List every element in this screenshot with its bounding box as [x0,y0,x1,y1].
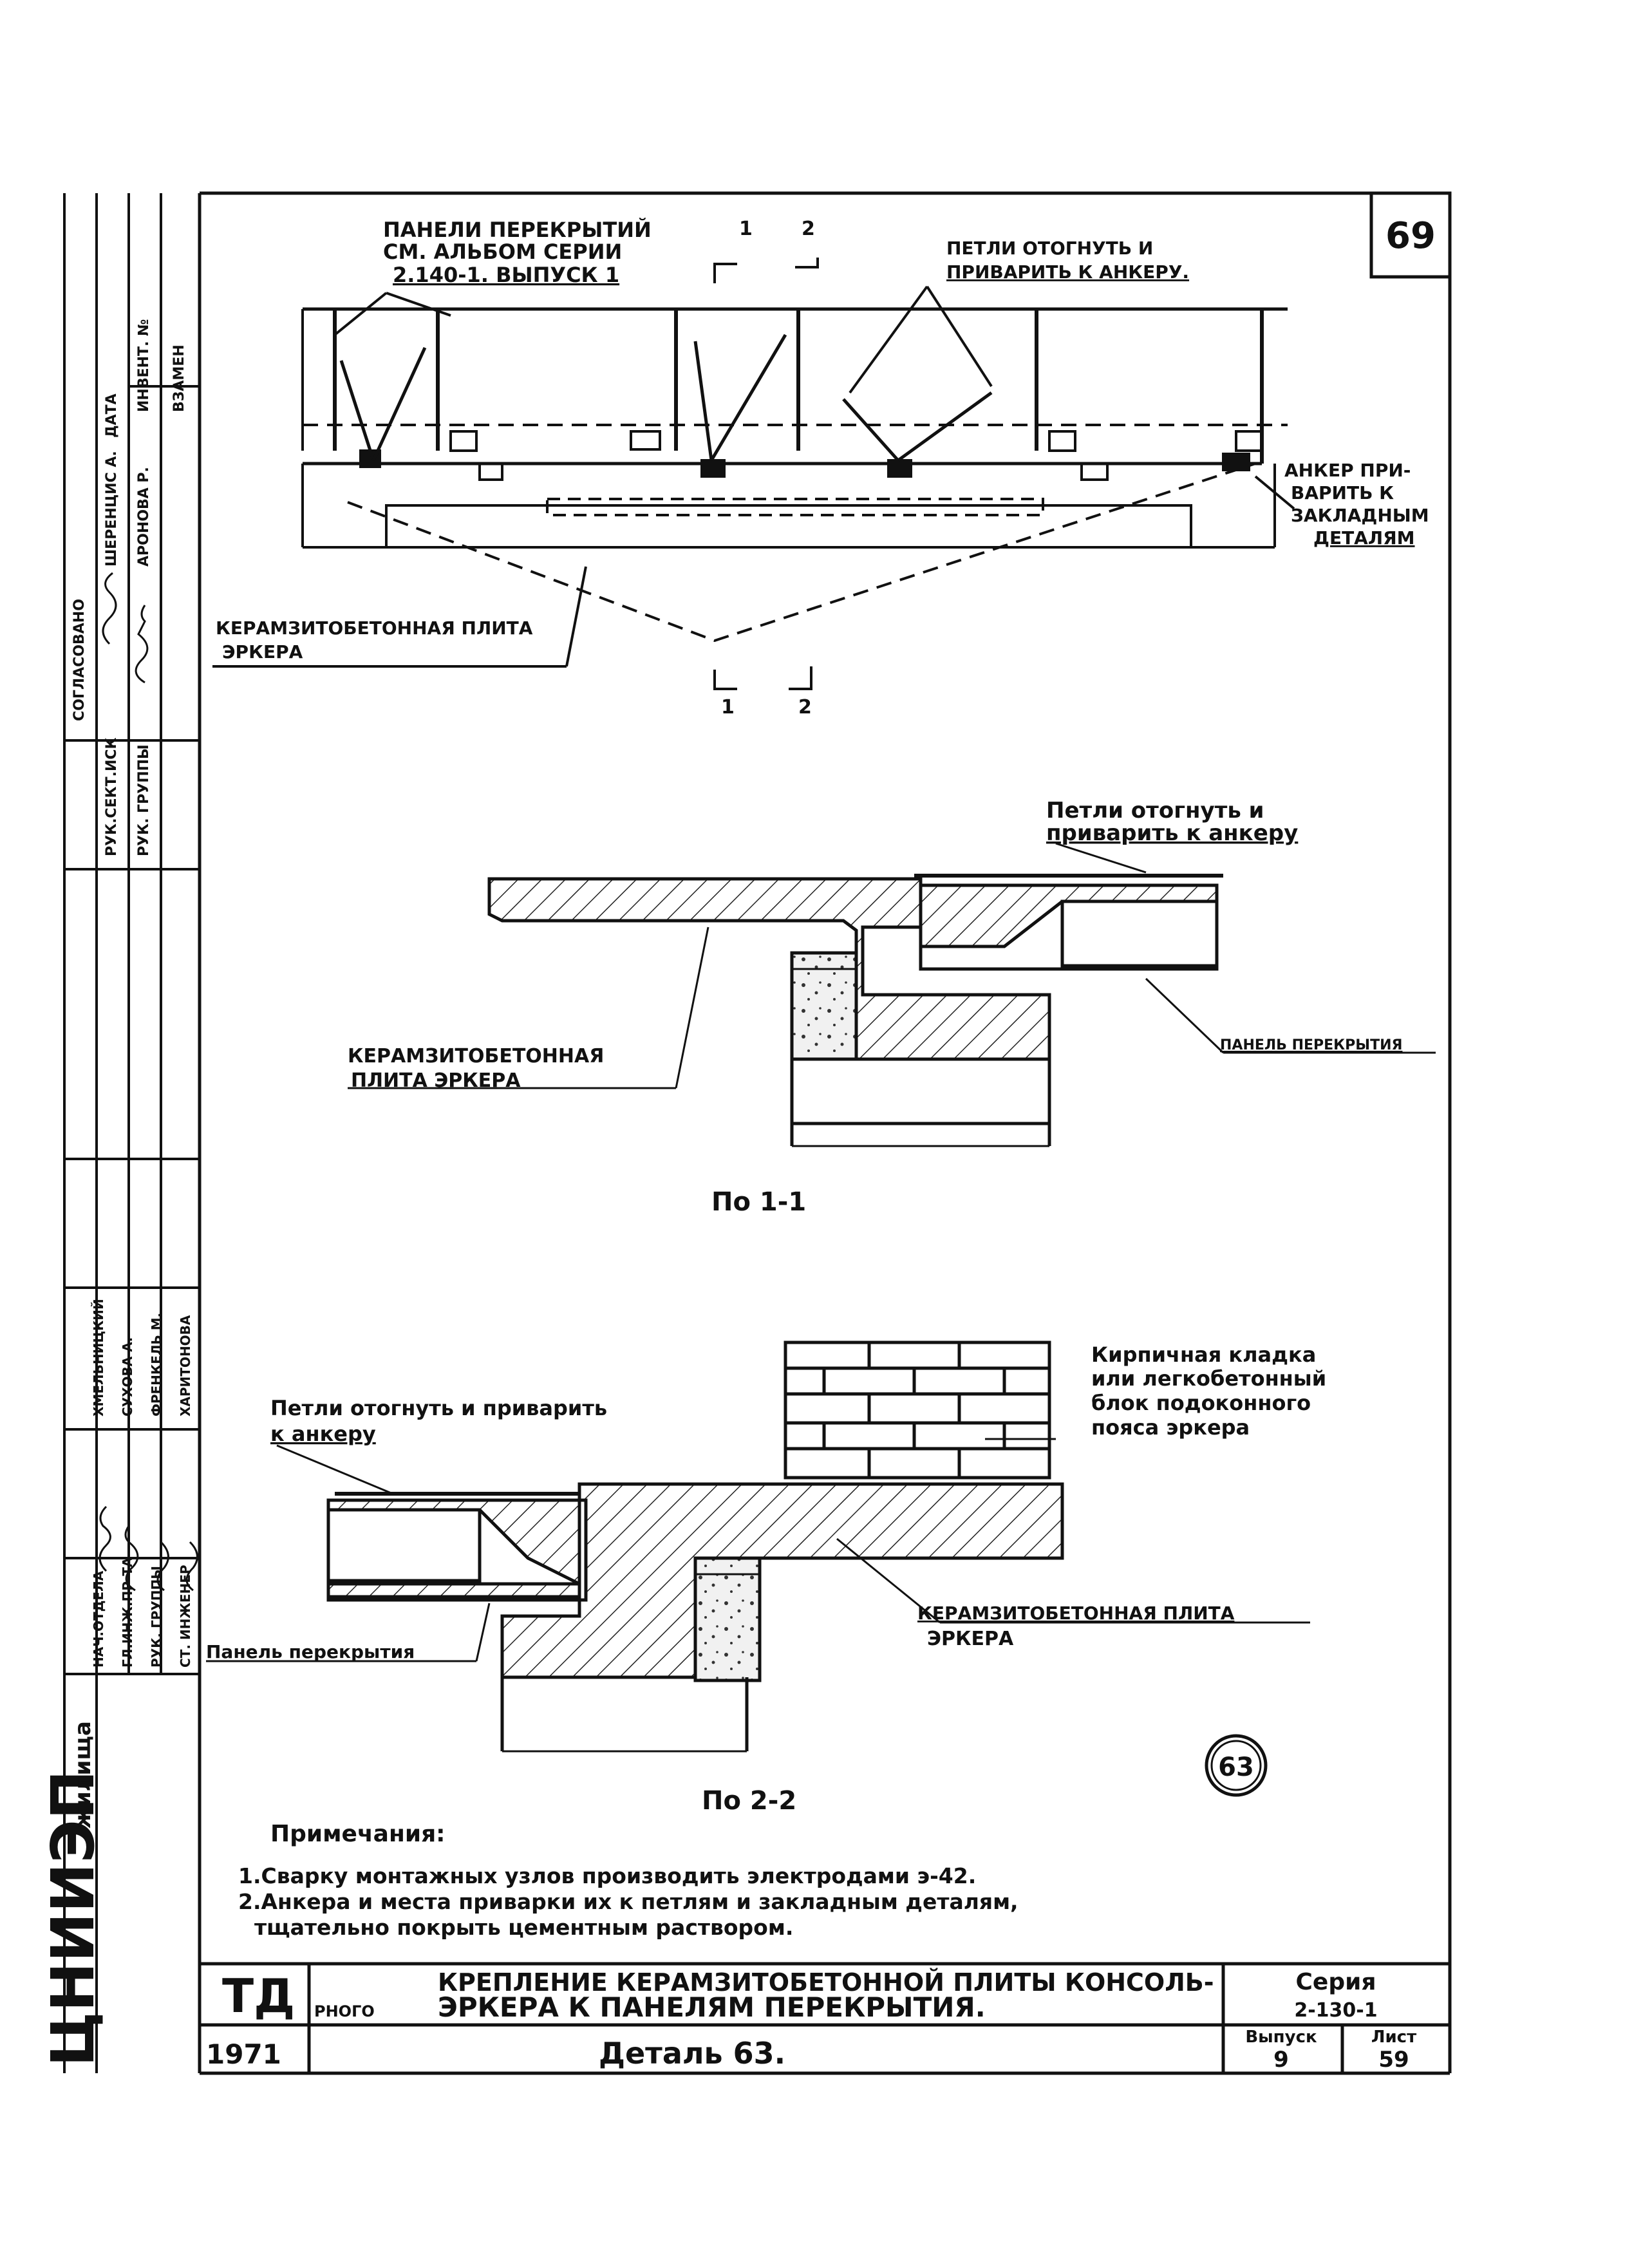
loops-label-1: ПЕТЛИ ОТОГНУТЬ И [946,238,1153,259]
anchor-label-3: ЗАКЛАДНЫМ [1291,505,1429,526]
upper-role-1: РУК.СЕКТ.ИСК [104,737,120,856]
upper-name-2: АРОНОВА Р. [136,467,152,567]
detail-title: Деталь 63. [599,2036,785,2071]
cut-label-2-bottom: 2 [798,696,812,719]
panels-label-3: 2.140-1. ВЫПУСК 1 [393,263,619,287]
lower-name-3: ФРЕНКЕЛЬ М. [149,1313,164,1416]
signatures [99,572,198,1592]
title-line-2: ЭРКЕРА К ПАНЕЛЯМ ПЕРЕКРЫТИЯ. [438,1991,986,2023]
year: 1971 [206,2038,281,2070]
s2-brick-4: пояса эркера [1091,1415,1250,1440]
detail-mark-circle [1205,1734,1268,1797]
plan-slab-label-1: КЕРАМЗИТОБЕТОННАЯ ПЛИТА [216,617,533,639]
lower-role-1: НАЧ.ОТДЕЛА [91,1570,106,1668]
sheet-frame [198,191,1452,2075]
upper-col-date: ДАТА [104,393,120,438]
issue-label: Выпуск [1245,2027,1317,2047]
s2-brick-3: блок подоконного [1091,1391,1311,1415]
loops-label-2: ПРИВАРИТЬ К АНКЕРУ. [946,261,1189,283]
title-line-1: КРЕПЛЕНИЕ КЕРАМЗИТОБЕТОННОЙ ПЛИТЫ КОНСОЛ… [438,1968,1214,1997]
panels-label-2: СМ. АЛЬБОМ СЕРИИ [383,240,622,264]
section-2-2-labels: Кирпичная кладка или легкобетонный блок … [206,1342,1326,1816]
s2-caption: По 2-2 [702,1786,796,1816]
s1-loops-2: приварить к анкеру [1046,820,1298,846]
s2-brick-1: Кирпичная кладка [1091,1342,1316,1367]
s1-panel: ПАНЕЛЬ ПЕРЕКРЫТИЯ [1220,1037,1402,1053]
panels-label-1: ПАНЕЛИ ПЕРЕКРЫТИЙ [383,218,652,242]
s2-loops-2: к анкеру [270,1422,376,1446]
notes: Примечания: 1.Сварку монтажных узлов про… [238,1821,1018,1940]
upper-col-instead: ВЗАМЕН [171,344,187,412]
notes-heading: Примечания: [270,1821,446,1847]
plan-view [212,258,1295,690]
upper-col-inv: ИНВЕНТ. № [136,319,152,412]
section-2-2 [206,1340,1310,1753]
side-stamp-texts: СОГЛАСОВАНО РУК.СЕКТ.ИСК РУК. ГРУППЫ ШЕР… [39,319,193,2067]
s1-caption: По 1-1 [711,1187,806,1217]
detail-mark-inner-circle [1210,1740,1262,1791]
title-prefix: РНОГО [314,2002,375,2020]
s2-panel: Панель перекрытия [206,1641,415,1662]
note-2-line-1: 2.Анкера и места приварки их к петлям и … [238,1889,1018,1914]
side-stamp [63,193,200,2073]
section-1-1 [348,842,1436,1147]
lower-name-4: ХАРИТОНОВА [178,1315,193,1416]
cut-label-2-top: 2 [802,218,815,240]
upper-role-2: РУК. ГРУППЫ [136,744,152,856]
org-sub: жилища [70,1721,96,1829]
note-1: 1.Сварку монтажных узлов производить эле… [238,1863,976,1888]
plan-labels: ПАНЕЛИ ПЕРЕКРЫТИЙ СМ. АЛЬБОМ СЕРИИ 2.140… [216,218,1429,719]
series-label: Серия [1296,1969,1376,1995]
s2-loops-1: Петли отогнуть и приварить [270,1396,607,1420]
s2-brick-2: или легкобетонный [1091,1366,1326,1391]
sheet-number-box: 69 [1369,191,1452,279]
issue-value: 9 [1273,2047,1289,2073]
sheet-number-top: 69 [1385,215,1436,257]
s2-slab-2: ЭРКЕРА [927,1628,1014,1650]
anchor-label-2: ВАРИТЬ К [1291,482,1394,503]
brick-masonry [784,1340,1051,1480]
lower-name-2: СУХОВА А. [120,1337,135,1416]
plan-slab-label-2: ЭРКЕРА [222,641,303,663]
note-2-line-2: тщательно покрыть цементным раствором. [254,1915,793,1940]
lower-role-3: РУК. ГРУППЫ [149,1566,164,1668]
sheet-value: 59 [1378,2047,1409,2073]
title-block [200,1962,1450,2073]
org-code: ТД [222,1969,295,2023]
s1-slab-2: ПЛИТА ЭРКЕРА [351,1069,521,1092]
lower-role-4: СТ. ИНЖЕНЕР [178,1565,193,1668]
lower-name-1: ХМЕЛЬНИЦКИЙ [91,1299,106,1416]
series-value: 2-130-1 [1294,1999,1377,2022]
s2-slab-1: КЕРАМЗИТОБЕТОННАЯ ПЛИТА [917,1603,1235,1624]
upper-name-1: ШЕРЕНЦИС А. [104,451,120,567]
cut-label-1-bottom: 1 [721,696,735,719]
sheet-label: Лист [1371,2027,1416,2047]
anchor-label-4: ДЕТАЛЯМ [1313,527,1415,549]
cut-label-1-top: 1 [739,218,753,240]
s1-slab-1: КЕРАМЗИТОБЕТОННАЯ [348,1045,604,1068]
title-block-texts: ТД 1971 КРЕПЛЕНИЕ КЕРАМЗИТОБЕТОННОЙ ПЛИТ… [206,1968,1416,2073]
org-main: ЦНИИЭП [39,1770,108,2067]
s1-loops-1: Петли отогнуть и [1046,798,1264,823]
detail-mark: 63 [1218,1753,1254,1782]
agreed-label: СОГЛАСОВАНО [71,599,88,721]
anchor-label-1: АНКЕР ПРИ- [1284,460,1411,481]
section-1-1-labels: Петли отогнуть и приварить к анкеру КЕРА… [348,798,1402,1217]
